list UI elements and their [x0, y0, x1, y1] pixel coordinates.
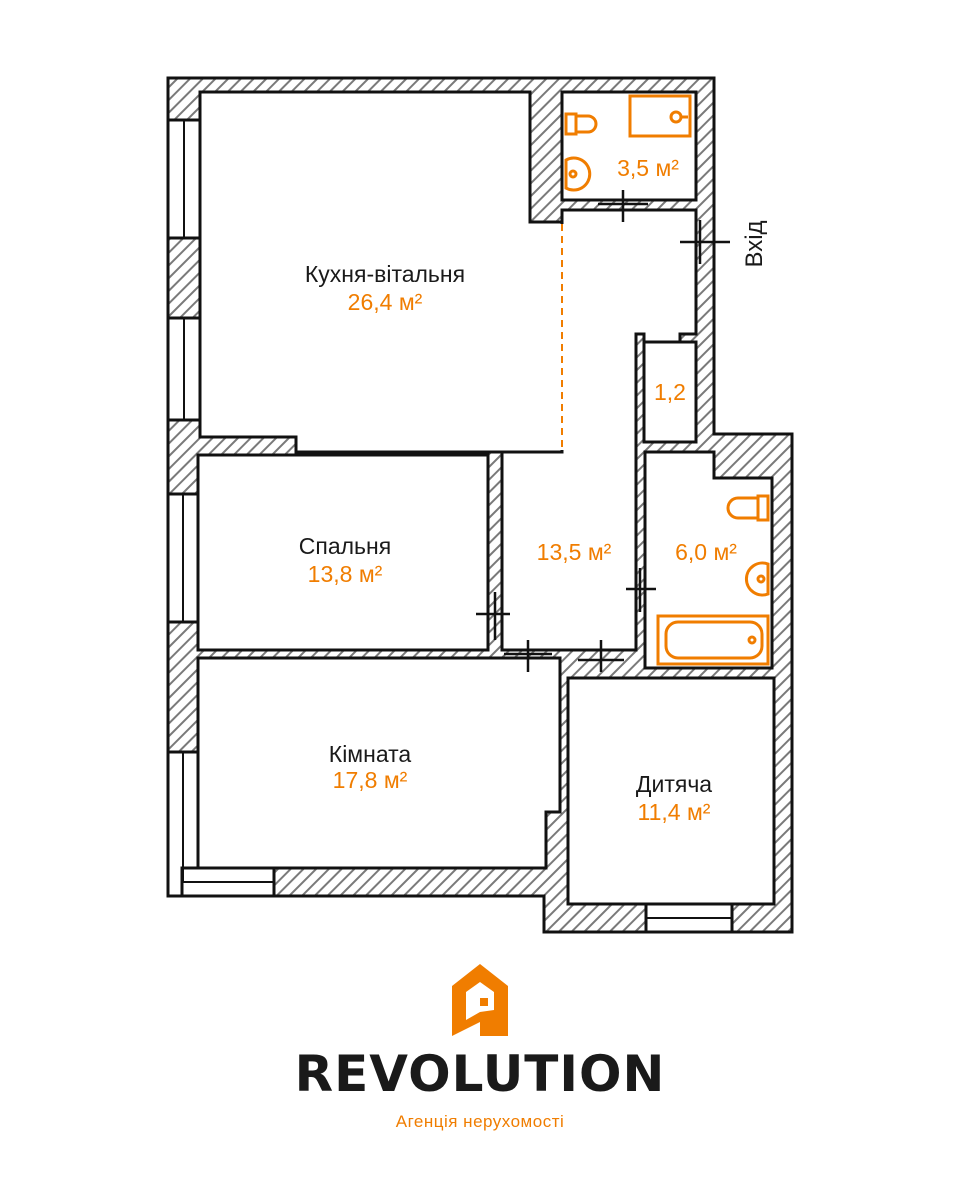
washbasin-icon — [564, 156, 592, 192]
room-area-bath: 6,0 м² — [675, 539, 737, 565]
room-name-main: Кімната — [329, 741, 412, 767]
room-name-kids: Дитяча — [636, 771, 712, 797]
room-area-hall: 13,5 м² — [537, 539, 612, 565]
toilet-icon — [564, 112, 598, 136]
room-kids-floor — [566, 676, 776, 906]
room-hall-floor — [500, 208, 698, 652]
room-area-kitchen: 26,4 м² — [348, 289, 423, 315]
room-name-kitchen: Кухня-вітальня — [305, 261, 465, 287]
bathtub-icon — [656, 614, 770, 666]
room-area-wc: 3,5 м² — [617, 155, 679, 181]
room-area-kids: 11,4 м² — [638, 799, 711, 825]
entry-label: Вхід — [741, 220, 768, 267]
room-bath-floor — [643, 450, 774, 670]
room-area-main: 17,8 м² — [333, 767, 408, 793]
brand-tagline: Агенція нерухомості — [395, 1112, 565, 1131]
shower-tray-icon — [628, 94, 692, 138]
room-closet-floor — [642, 340, 698, 444]
room-area-closet: 1,2 — [654, 379, 686, 405]
brand-name: REVOLUTION — [294, 1045, 666, 1103]
room-area-bedroom: 13,8 м² — [308, 561, 383, 587]
revolution-logo-icon — [452, 964, 508, 1036]
toilet-icon-bath — [726, 494, 770, 522]
washbasin-icon-bath — [745, 561, 770, 597]
room-name-bedroom: Спальня — [299, 533, 391, 559]
